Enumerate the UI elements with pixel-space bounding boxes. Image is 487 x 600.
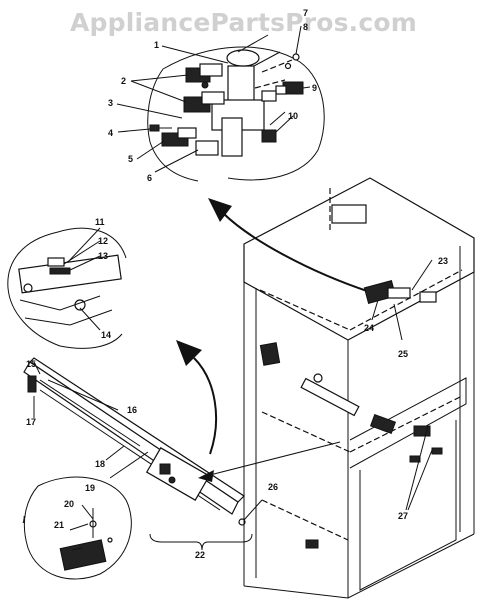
callout-21: 21 (54, 520, 64, 530)
arrow-up-from-panel (176, 340, 218, 455)
callout-25: 25 (398, 349, 408, 359)
left-detail-circle (7, 227, 127, 349)
callout-26: 26 (268, 482, 278, 492)
callout-9: 9 (312, 83, 317, 93)
arrow-to-top-detail (208, 198, 371, 293)
callout-23: 23 (438, 256, 448, 266)
callout-19: 19 (85, 483, 95, 493)
switch-5 (161, 127, 197, 147)
screw-4 (149, 124, 172, 132)
callout-7: 7 (303, 8, 308, 18)
callout-3: 3 (108, 98, 113, 108)
callout-8: 8 (303, 22, 308, 32)
screw-7 (292, 25, 302, 61)
callout-1: 1 (154, 40, 159, 50)
callout-10: 10 (288, 111, 298, 121)
switch-bracket (211, 34, 281, 157)
callout-18: 18 (95, 459, 105, 469)
arrow-to-cabinet (198, 441, 341, 482)
control-panel-assembly (23, 357, 263, 551)
callout-5: 5 (128, 154, 133, 164)
bottom-left-detail-circle (23, 451, 149, 580)
callout-14: 14 (101, 330, 111, 340)
callout-4: 4 (108, 128, 113, 138)
callout-15: 15 (26, 359, 36, 369)
callout-13: 13 (98, 251, 108, 261)
washer-8 (284, 62, 292, 70)
callout-22: 22 (195, 550, 205, 560)
top-detail-circle (116, 25, 325, 182)
part-10 (261, 111, 286, 143)
detail-label: I (21, 515, 26, 526)
callout-17: 17 (26, 417, 36, 427)
switch-9 (261, 81, 304, 102)
callout-2: 2 (121, 76, 126, 86)
callout-16: 16 (127, 405, 137, 415)
switch-upper (185, 63, 223, 89)
callout-labels: 1 2 3 4 5 6 7 8 9 10 11 12 13 14 15 16 1… (21, 8, 448, 560)
watermark: AppliancePartsPros.com (69, 8, 418, 37)
plate-6 (195, 140, 219, 156)
callout-6: 6 (147, 173, 152, 183)
callout-27: 27 (398, 511, 408, 521)
callout-24: 24 (364, 323, 374, 333)
oven-cabinet (243, 177, 475, 599)
callout-12: 12 (98, 236, 108, 246)
callout-20: 20 (64, 499, 74, 509)
switch-lower (183, 91, 225, 113)
callout-11: 11 (95, 217, 105, 227)
